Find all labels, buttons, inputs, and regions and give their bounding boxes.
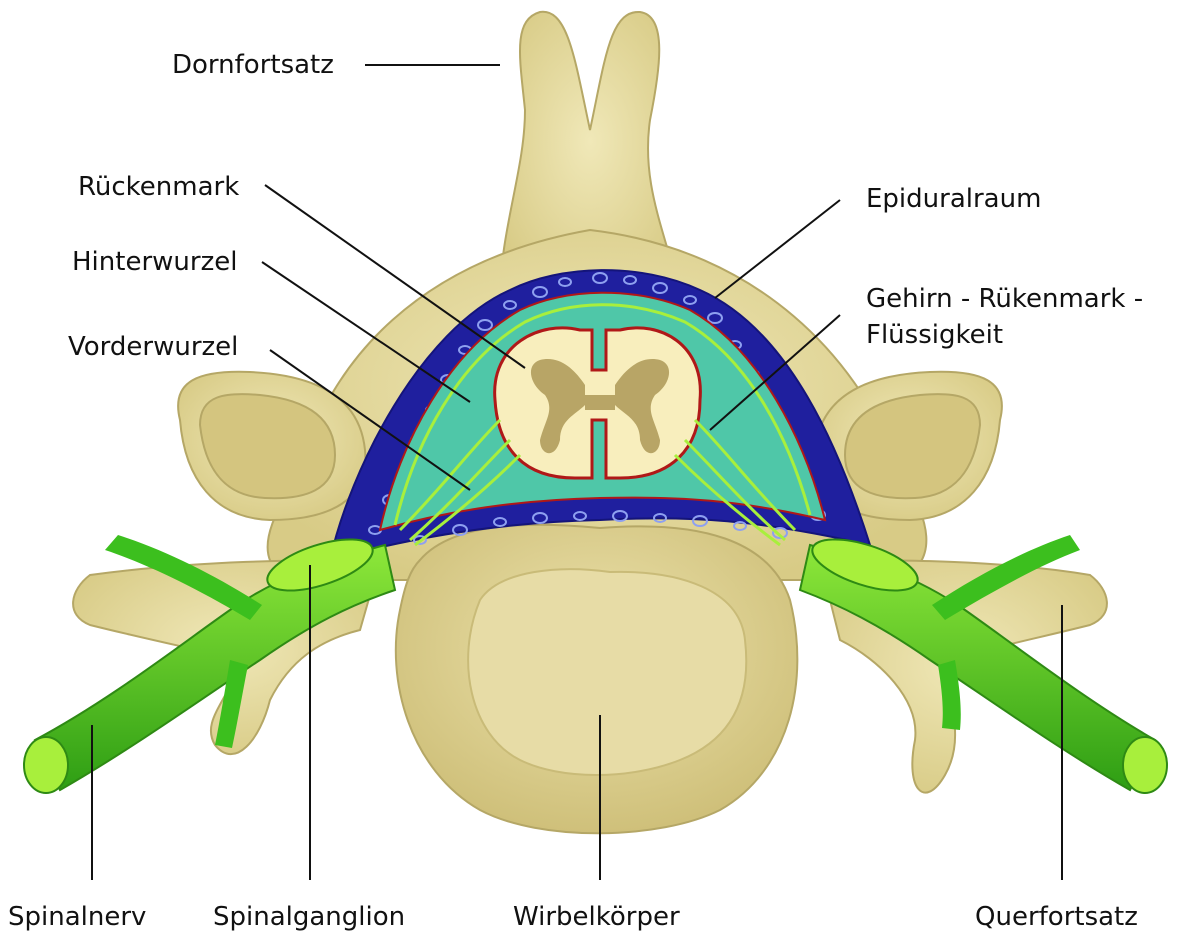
label-liquor-line2: Flüssigkeit [866, 320, 1003, 350]
leader-epiduralraum [715, 200, 840, 298]
label-rueckenmark: Rückenmark [78, 172, 239, 202]
label-dornfortsatz: Dornfortsatz [172, 50, 334, 80]
label-spinalnerv: Spinalnerv [8, 902, 146, 932]
label-querfortsatz: Querfortsatz [975, 902, 1138, 932]
label-hinterwurzel: Hinterwurzel [72, 247, 237, 277]
label-epiduralraum: Epiduralraum [866, 184, 1041, 214]
vertebral-body-inner [468, 569, 746, 775]
spinal-nerve-right-end [1123, 737, 1167, 793]
spinal-nerve-left-end [24, 737, 68, 793]
label-wirbelkoerper: Wirbelkörper [513, 902, 680, 932]
label-liquor-line1: Gehirn - Rükenmark - [866, 284, 1143, 314]
label-spinalganglion: Spinalganglion [213, 902, 405, 932]
label-vorderwurzel: Vorderwurzel [68, 332, 238, 362]
